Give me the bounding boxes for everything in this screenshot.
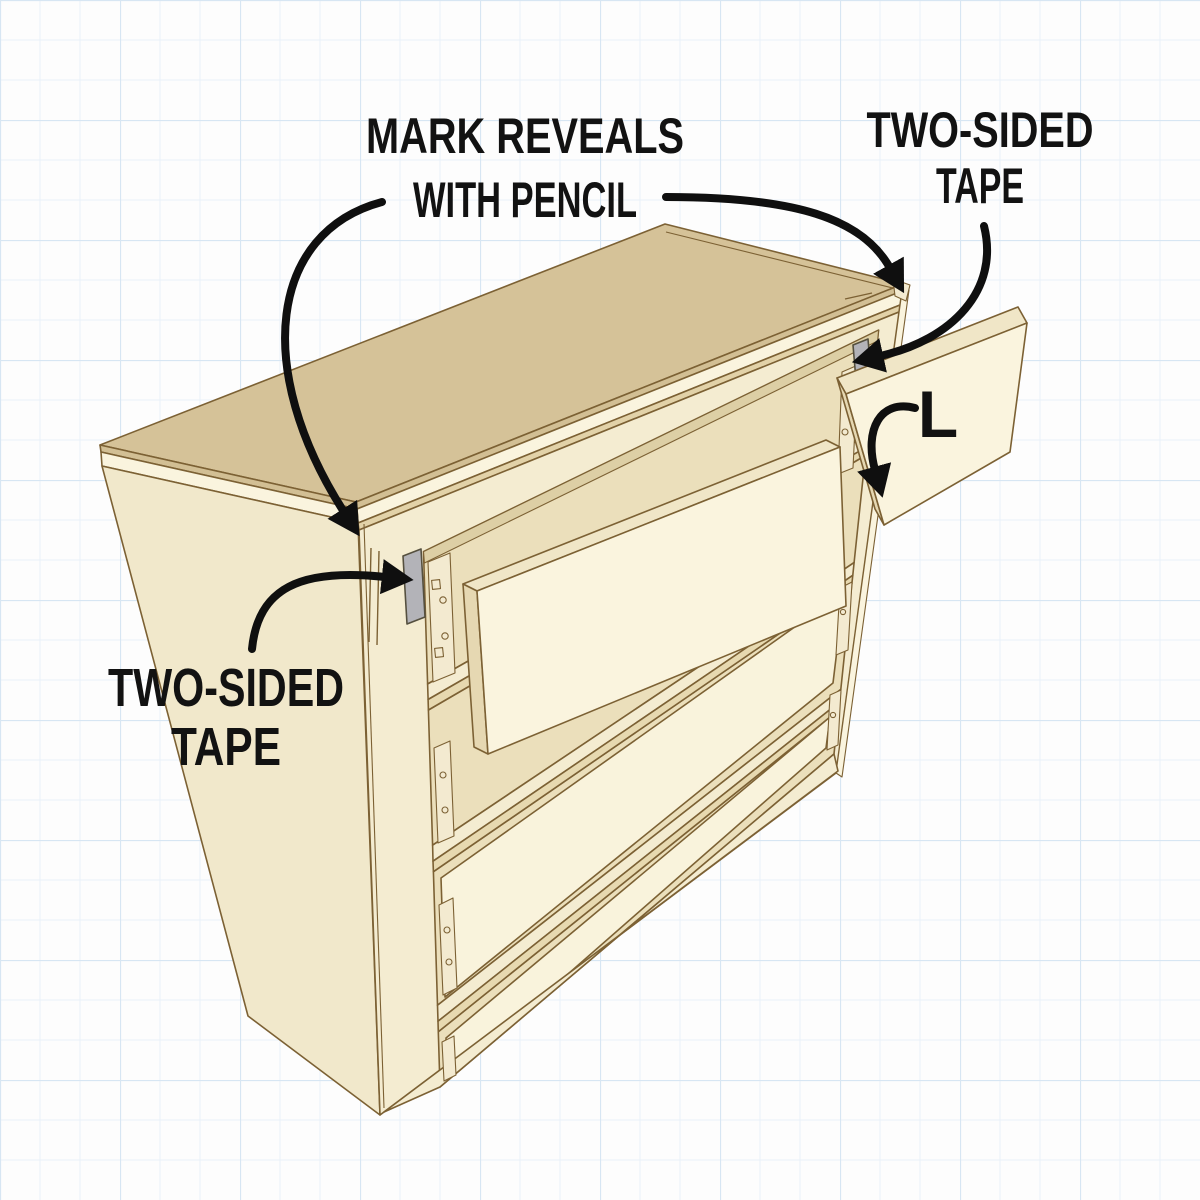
two-sided-tape-left xyxy=(402,548,426,625)
curved-arrow-mark-reveals-right xyxy=(662,193,905,294)
top-back-edge-line xyxy=(665,231,898,290)
curved-arrow-tape-right xyxy=(851,222,992,373)
curved-arrow-part-L xyxy=(857,402,919,498)
corner-edge-line xyxy=(363,523,385,1109)
curved-arrow-tape-left xyxy=(248,559,414,653)
bottom-edge-strip xyxy=(383,753,839,1113)
label-tape-left-line2: TAPE xyxy=(171,717,281,777)
annotation-arrows xyxy=(248,193,992,653)
label-tape-left-line1: TWO-SIDED xyxy=(108,658,344,718)
drawer-front-floating xyxy=(462,439,847,755)
label-mark-reveals-line1: MARK REVEALS xyxy=(366,108,684,164)
drawer-slide-hardware xyxy=(427,278,911,1082)
label-tape-top-right-line1: TWO-SIDED xyxy=(867,102,1094,158)
label-tape-top-right-line2: TAPE xyxy=(936,158,1024,214)
label-mark-reveals-line2: WITH PENCIL xyxy=(413,172,637,228)
label-part-L: L xyxy=(918,377,958,451)
curved-arrow-mark-reveals-left xyxy=(281,198,386,537)
dresser-cabinet xyxy=(99,223,1028,1116)
annotation-labels: MARK REVEALS WITH PENCIL TWO-SIDED TAPE … xyxy=(108,102,1094,777)
pencil-reveal-marks xyxy=(368,292,873,646)
